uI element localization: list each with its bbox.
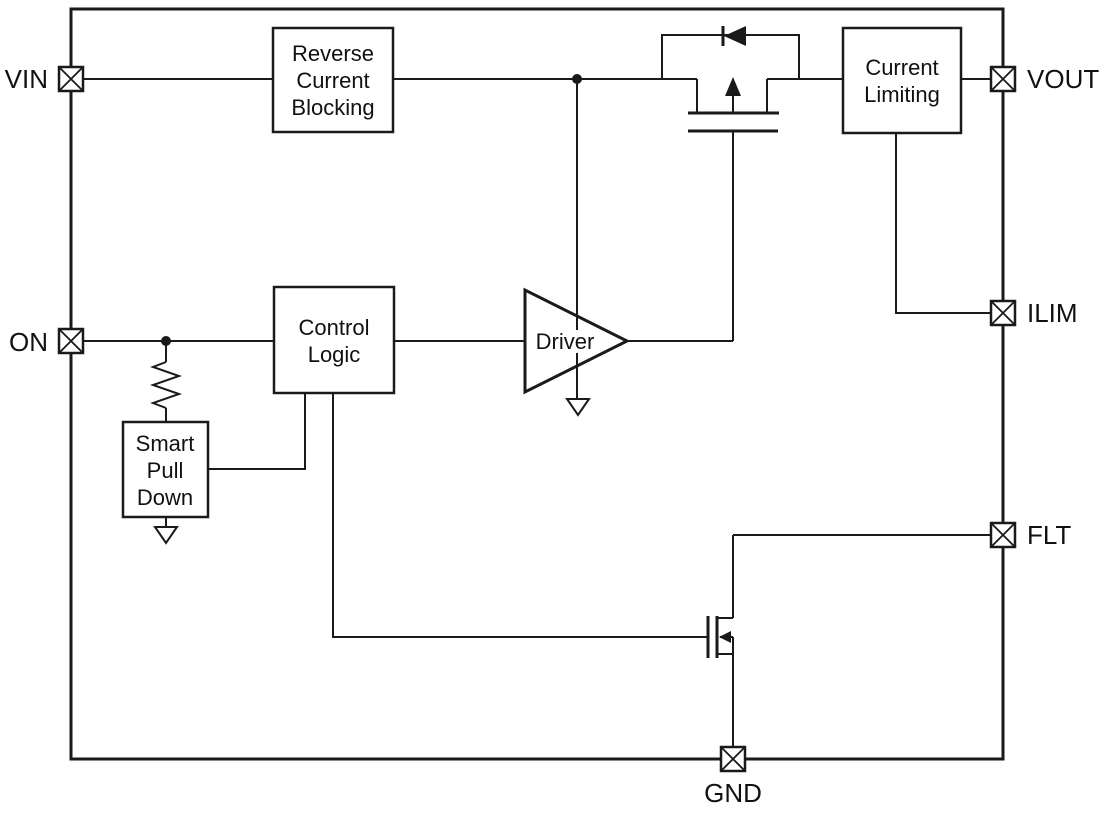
reverse-current-blocking-box	[271, 26, 395, 134]
resistor-icon	[149, 361, 183, 409]
current-limiting-label-line1: Current	[865, 55, 938, 80]
driver-buffer: Driver	[523, 287, 631, 395]
rcb-label-line1: Reverse	[292, 41, 374, 66]
pin-ilim	[989, 299, 1017, 327]
pin-flt-x-icon	[990, 522, 1016, 548]
ic-boundary	[69, 7, 1005, 761]
pin-on-x-icon	[58, 328, 84, 354]
block-control-logic: Control Logic	[272, 285, 396, 395]
pin-vout	[989, 65, 1017, 93]
pin-flt-label: FLT	[1027, 520, 1071, 550]
smart-pull-down-label-line3: Down	[137, 485, 193, 510]
pin-vout-x-icon	[990, 66, 1016, 92]
pin-vin	[57, 65, 85, 93]
wires	[83, 34, 991, 747]
block-smart-pull-down: Smart Pull Down	[121, 420, 210, 519]
pmos-transistor-icon	[688, 77, 779, 133]
block-reverse-current-blocking: Reverse Current Blocking	[271, 26, 395, 134]
pin-gnd-x-icon	[720, 746, 746, 772]
driver-label-backing	[532, 330, 598, 353]
nmos-body-arrow-icon	[719, 631, 731, 643]
pin-gnd-label: GND	[704, 778, 762, 808]
pmos-body-arrow-icon	[725, 77, 741, 96]
current-limiting-box	[841, 26, 963, 135]
control-logic-label-line2: Logic	[308, 342, 361, 367]
wire-controllogic-to-nmos-gate	[332, 393, 708, 638]
junction-dot-on-line	[161, 336, 171, 346]
control-logic-box	[272, 285, 396, 395]
diode-triangle	[724, 26, 746, 46]
rcb-label-line2: Current	[296, 68, 369, 93]
smart-pull-down-box	[121, 420, 210, 519]
pin-vin-x-icon	[58, 66, 84, 92]
pin-flt	[989, 521, 1017, 549]
diode-icon	[721, 26, 746, 46]
nmos-transistor-icon	[706, 616, 734, 658]
driver-triangle-icon	[523, 287, 631, 395]
driver-label: Driver	[536, 329, 595, 354]
wire-pulldown-to-controllogic	[208, 393, 306, 470]
junction-dot-vin-rail	[572, 74, 582, 84]
pin-on-label: ON	[9, 327, 48, 357]
control-logic-label-line1: Control	[299, 315, 370, 340]
pin-on	[57, 327, 85, 355]
ground-icon-pulldown	[153, 526, 179, 545]
block-current-limiting: Current Limiting	[841, 26, 963, 135]
ground-icon-driver	[565, 398, 591, 417]
wire-currentlimit-to-ilim	[895, 132, 991, 314]
pin-vout-label: VOUT	[1027, 64, 1099, 94]
pin-vin-label: VIN	[5, 64, 48, 94]
pin-gnd	[719, 745, 747, 773]
pin-ilim-label: ILIM	[1027, 298, 1078, 328]
smart-pull-down-label-line2: Pull	[147, 458, 184, 483]
rcb-label-line3: Blocking	[291, 95, 374, 120]
smart-pull-down-label-line1: Smart	[136, 431, 195, 456]
wire-body-diode-loop	[661, 34, 800, 79]
current-limiting-label-line2: Limiting	[864, 82, 940, 107]
pin-ilim-x-icon	[990, 300, 1016, 326]
